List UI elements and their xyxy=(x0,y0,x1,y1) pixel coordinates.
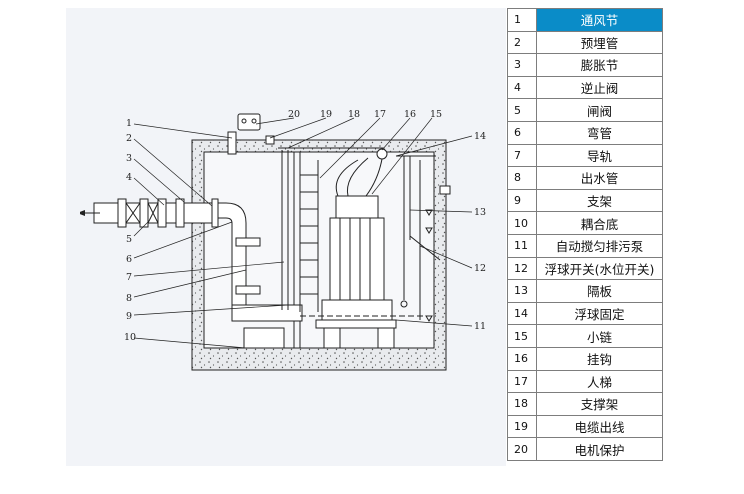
callout-1: 1 xyxy=(126,118,132,129)
callout-10: 10 xyxy=(124,332,136,343)
legend-part-name: 小链 xyxy=(536,324,663,348)
legend-number: 8 xyxy=(507,166,537,190)
callout-17: 17 xyxy=(374,109,386,120)
legend-part-name: 通风节 xyxy=(536,8,663,32)
legend-part-name: 出水管 xyxy=(536,166,663,190)
legend-number: 13 xyxy=(507,279,537,303)
callout-18: 18 xyxy=(348,109,360,120)
legend-number: 17 xyxy=(507,369,537,394)
discharge-pipe xyxy=(93,198,303,322)
legend-number: 9 xyxy=(507,188,537,213)
callout-6: 6 xyxy=(126,254,132,265)
legend-number: 19 xyxy=(507,414,537,439)
legend-number: 18 xyxy=(507,392,537,416)
legend-number: 10 xyxy=(507,211,537,235)
legend-part-name: 人梯 xyxy=(536,369,663,394)
legend-number: 2 xyxy=(507,30,537,55)
callout-5: 5 xyxy=(126,234,132,245)
vent-pipe xyxy=(227,113,275,155)
legend-part-name: 电机保护 xyxy=(536,437,663,461)
callout-19: 19 xyxy=(320,109,332,120)
legend-part-name: 隔板 xyxy=(536,279,663,303)
callout-9: 9 xyxy=(126,311,132,322)
legend-part-name: 支撑架 xyxy=(536,392,663,416)
ladder xyxy=(299,160,319,312)
legend-number: 11 xyxy=(507,233,537,258)
legend-number: 20 xyxy=(507,437,537,461)
legend-part-name: 支架 xyxy=(536,188,663,213)
legend-number: 6 xyxy=(507,120,537,145)
legend-part-name: 闸阀 xyxy=(536,98,663,122)
pump xyxy=(243,148,397,349)
legend-part-name: 膨胀节 xyxy=(536,53,663,77)
legend-number: 5 xyxy=(507,98,537,122)
legend-number: 4 xyxy=(507,75,537,100)
callout-15: 15 xyxy=(430,109,442,120)
callout-12: 12 xyxy=(474,263,486,274)
guide-rails xyxy=(278,147,384,310)
callout-2: 2 xyxy=(126,133,132,144)
legend-number: 15 xyxy=(507,324,537,348)
legend-number: 16 xyxy=(507,346,537,371)
legend-part-name: 浮球固定 xyxy=(536,301,663,326)
legend-part-name: 电缆出线 xyxy=(536,414,663,439)
legend-number: 7 xyxy=(507,143,537,168)
leader-lines xyxy=(133,117,473,349)
callout-11: 11 xyxy=(474,321,486,332)
legend-part-name: 预埋管 xyxy=(536,30,663,55)
legend-number: 1 xyxy=(507,8,537,32)
callout-13: 13 xyxy=(474,207,486,218)
legend-part-name: 弯管 xyxy=(536,120,663,145)
callout-3: 3 xyxy=(126,153,132,164)
callout-8: 8 xyxy=(126,293,132,304)
float-switch xyxy=(300,155,451,322)
legend-part-name: 挂钩 xyxy=(536,346,663,371)
legend-part-name: 耦合底 xyxy=(536,211,663,235)
legend-part-name: 导轨 xyxy=(536,143,663,168)
callout-16: 16 xyxy=(404,109,416,120)
callout-20: 20 xyxy=(288,109,300,120)
callout-14: 14 xyxy=(474,131,486,142)
legend-part-name: 浮球开关(水位开关) xyxy=(536,256,663,281)
callout-4: 4 xyxy=(126,172,132,183)
legend-number: 3 xyxy=(507,53,537,77)
pump-station-diagram: 1 2 3 4 5 6 7 8 9 10 11 12 13 14 15 16 1… xyxy=(80,109,486,371)
callout-7: 7 xyxy=(126,272,132,283)
legend-part-name: 自动搅匀排污泵 xyxy=(536,233,663,258)
legend-part-name: 逆止阀 xyxy=(536,75,663,100)
legend-number: 12 xyxy=(507,256,537,281)
legend-number: 14 xyxy=(507,301,537,326)
